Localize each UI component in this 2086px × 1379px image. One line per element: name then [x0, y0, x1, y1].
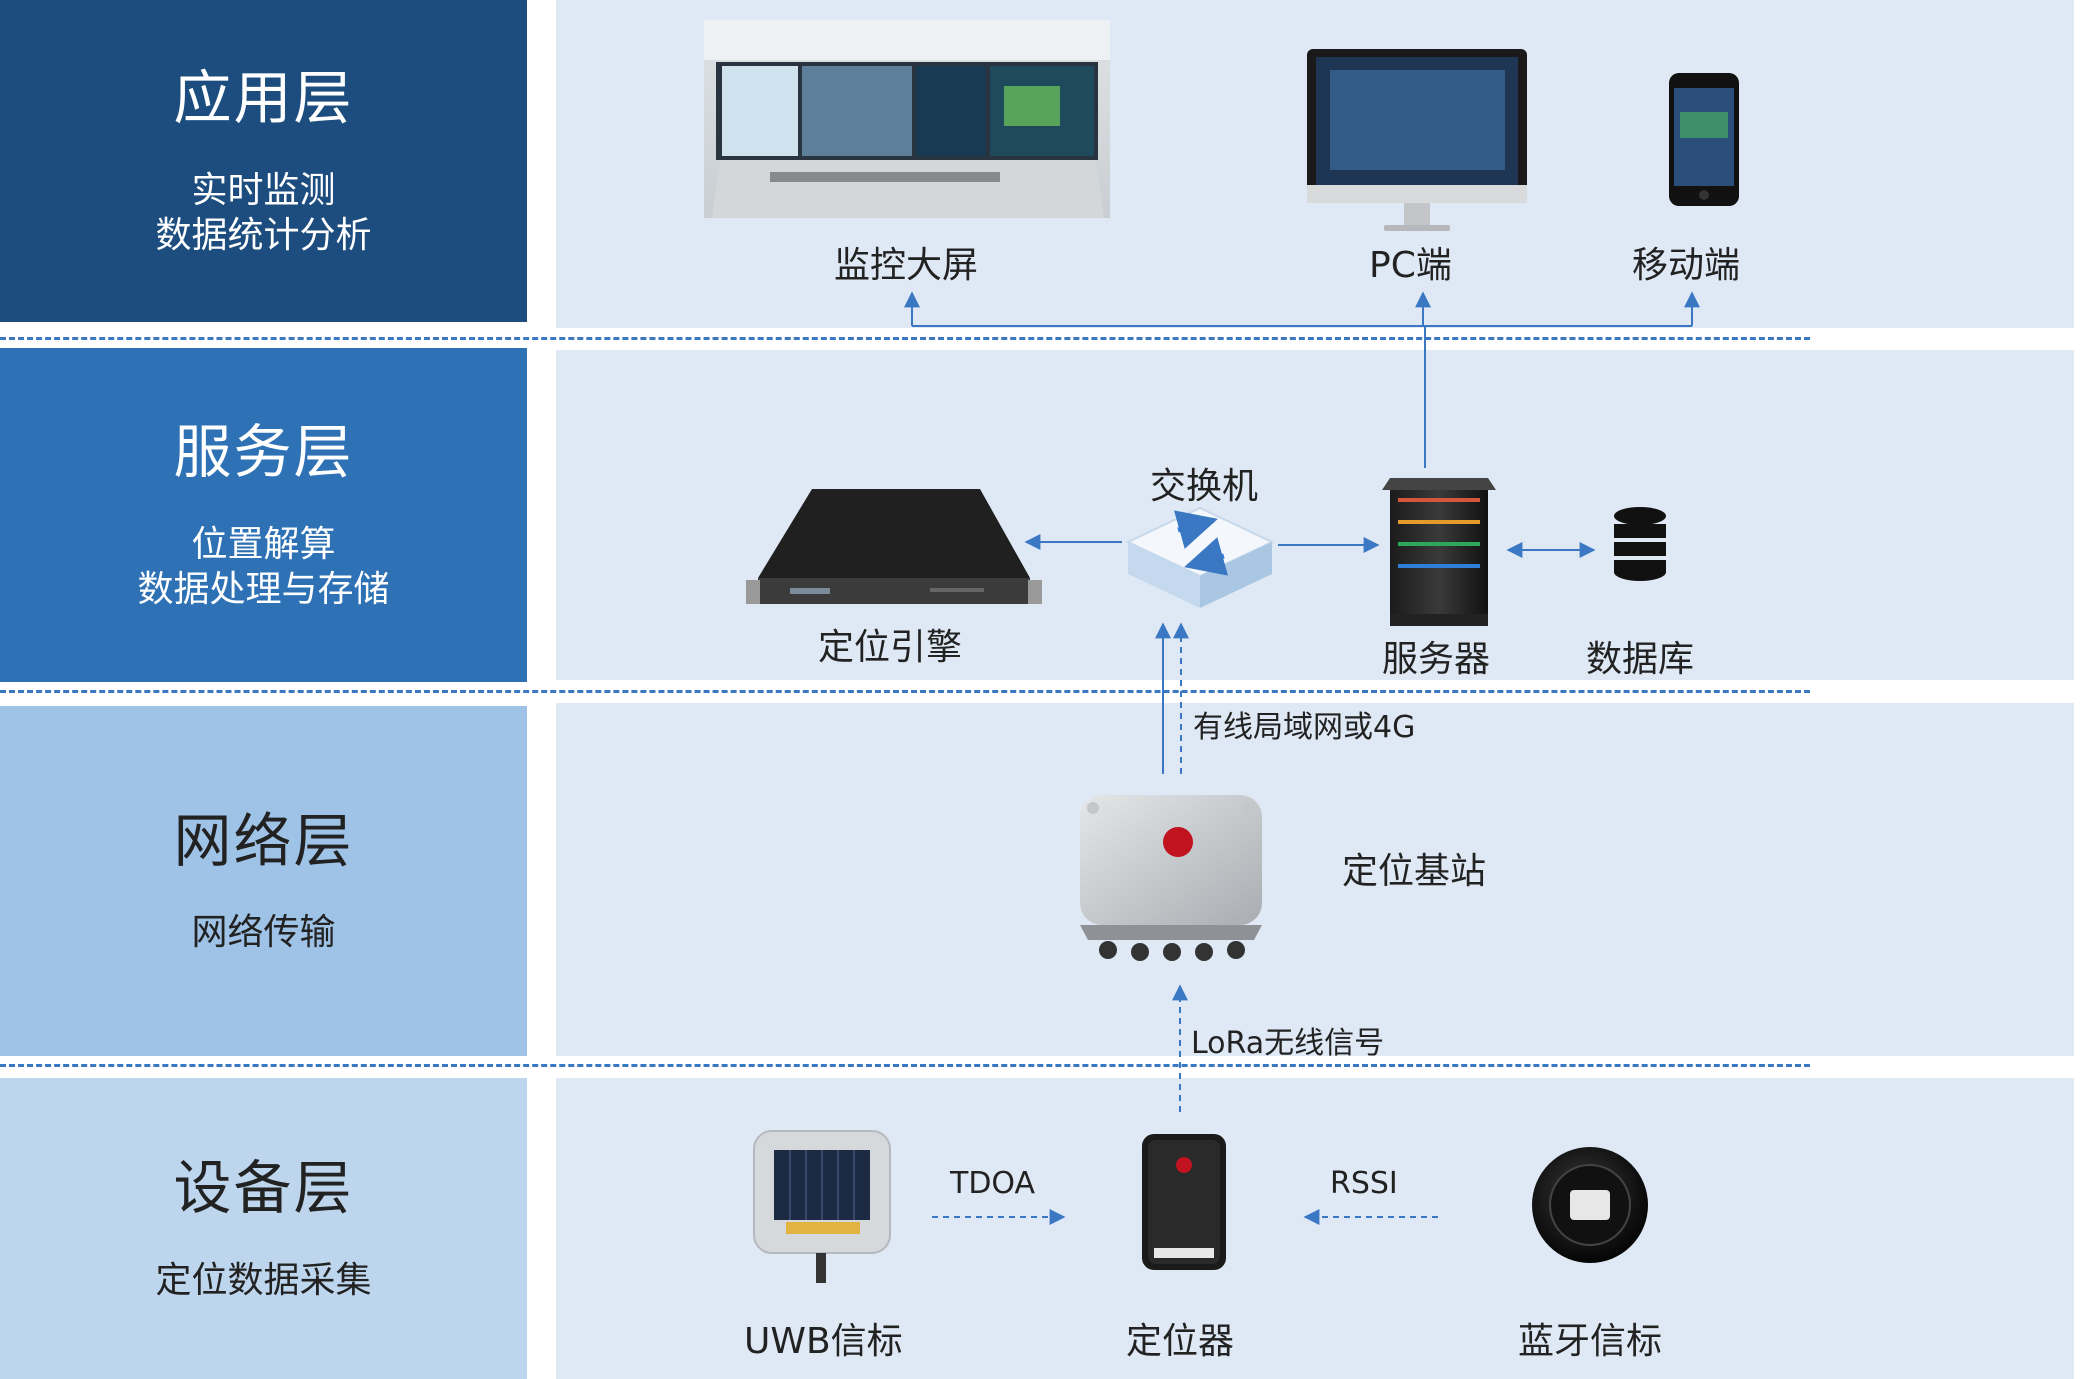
layer-network-subtitle-1: 网络传输: [191, 912, 336, 954]
label-server: 服务器: [1382, 639, 1491, 680]
layer-service-title: 服务层: [173, 418, 354, 487]
layer-device-title: 设备层: [173, 1154, 354, 1223]
label-wired-link: 有线局域网或4G: [1193, 710, 1416, 745]
layer-divider-2: [0, 690, 1810, 693]
layer-application-title: 应用层: [173, 64, 354, 133]
layer-service-panel: 服务层 位置解算 数据处理与存储: [0, 348, 527, 682]
mobile-phone-icon: [1669, 73, 1739, 206]
layer-network-panel: 网络层 网络传输: [0, 706, 527, 1056]
layer-network-title: 网络层: [173, 806, 354, 875]
label-tdoa: TDOA: [950, 1166, 1036, 1201]
server-icon: [1382, 478, 1496, 626]
label-monitor-screen: 监控大屏: [834, 245, 979, 286]
label-bt-beacon: 蓝牙信标: [1518, 1321, 1663, 1362]
label-mobile: 移动端: [1632, 245, 1741, 286]
positioning-engine-icon: [746, 489, 1042, 604]
layer-application-subtitle: 实时监测 数据统计分析: [155, 168, 371, 258]
network-switch-icon: [1125, 506, 1275, 608]
label-database: 数据库: [1586, 639, 1695, 680]
label-base-station: 定位基站: [1342, 851, 1487, 892]
layer-application-panel: 应用层 实时监测 数据统计分析: [0, 0, 527, 322]
label-lora-link: LoRa无线信号: [1191, 1026, 1385, 1061]
layer-divider-3: [0, 1064, 1810, 1067]
label-locator: 定位器: [1126, 1321, 1235, 1362]
label-rssi: RSSI: [1330, 1166, 1398, 1201]
layer-application-subtitle-1: 实时监测: [191, 169, 336, 211]
connector-lines: [904, 291, 1700, 1225]
layer-device-subtitle-1: 定位数据采集: [155, 1259, 372, 1301]
network-content-panel: [556, 703, 2074, 1056]
bluetooth-beacon-icon: [1532, 1147, 1648, 1263]
uwb-beacon-icon: [753, 1130, 891, 1283]
label-pc: PC端: [1369, 245, 1452, 286]
locator-icon: [1142, 1134, 1226, 1270]
layer-application-subtitle-2: 数据统计分析: [155, 214, 372, 256]
monitor-wall-icon: [704, 20, 1110, 218]
base-station-icon: [1080, 795, 1262, 961]
label-uwb-beacon: UWB信标: [744, 1321, 903, 1362]
layer-service-subtitle-2: 数据处理与存储: [137, 568, 390, 610]
layer-service-subtitle: 位置解算 数据处理与存储: [137, 522, 389, 612]
layer-divider-1: [0, 337, 1810, 340]
database-icon: [1614, 507, 1666, 581]
label-switch: 交换机: [1150, 466, 1259, 507]
label-engine: 定位引擎: [818, 627, 963, 668]
desktop-pc-icon: [1307, 49, 1527, 231]
layer-device-panel: 设备层 定位数据采集: [0, 1078, 527, 1379]
layer-service-subtitle-1: 位置解算: [191, 523, 336, 565]
layer-device-subtitle: 定位数据采集: [155, 1258, 371, 1303]
layer-network-subtitle: 网络传输: [191, 910, 335, 955]
